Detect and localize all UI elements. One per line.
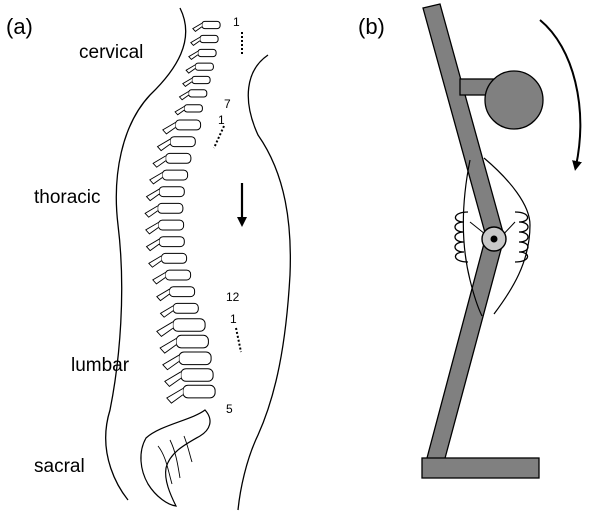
thoracic-vertebra <box>173 303 198 313</box>
thoracic-vertebra <box>169 287 194 297</box>
cervical-vertebra <box>200 35 218 42</box>
thoracic-spinous-process <box>150 173 163 184</box>
thoracic-spinous-process <box>146 223 159 234</box>
thoracic-spinous-process <box>161 306 174 317</box>
sacrum <box>141 410 210 506</box>
cervical-vertebra <box>192 76 210 83</box>
cervical-spinous-process <box>193 23 202 31</box>
sacral-label: sacral <box>34 456 85 477</box>
lumbar-vertebra <box>176 335 208 348</box>
c1-number: 1 <box>233 15 240 29</box>
thoracic-vertebra <box>158 203 183 213</box>
thoracic-label: thoracic <box>34 187 101 208</box>
lumbar-spinous-process <box>167 389 183 404</box>
cervical-vertebra <box>189 90 207 97</box>
panel-b-label: (b) <box>358 14 385 39</box>
lumbar-spinous-process <box>163 355 179 370</box>
lumbar-vertebra <box>173 319 205 332</box>
c7-number: 7 <box>224 97 231 111</box>
lumbar-vertebra <box>181 369 213 382</box>
thoracic-vertebra <box>175 120 200 130</box>
cervical-spinous-process <box>175 107 184 115</box>
curved-arrow-icon <box>540 20 580 166</box>
base-plate <box>422 458 539 478</box>
thoracic-spinous-process <box>157 289 170 300</box>
thoracic-vertebra <box>165 270 190 280</box>
thoracic-spinous-process <box>153 273 166 284</box>
coil-spring-icon <box>455 212 468 262</box>
panel-a-label: (a) <box>6 14 33 39</box>
cervical-vertebra <box>195 63 213 70</box>
pivot-center <box>491 236 498 243</box>
lumbar-range-bracket <box>236 328 241 352</box>
l1-number: 1 <box>230 312 237 326</box>
thoracic-vertebra <box>162 170 187 180</box>
thoracic-vertebra <box>166 153 191 163</box>
thoracic-spinous-process <box>158 139 171 150</box>
thoracic-vertebra <box>159 187 184 197</box>
t1-number: 1 <box>218 113 225 127</box>
thoracic-spinous-process <box>147 189 160 200</box>
vertebral-column <box>145 21 220 403</box>
thoracic-vertebra <box>170 137 195 147</box>
cervical-vertebra <box>202 21 220 28</box>
cervical-spinous-process <box>189 51 198 59</box>
thoracic-spinous-process <box>149 256 162 267</box>
panel-a: (a) cervical thoracic lumbar sacral 1 7 … <box>6 8 290 510</box>
lumbar-vertebra <box>179 352 211 365</box>
thoracic-spinous-process <box>147 239 160 250</box>
cervical-label: cervical <box>79 42 143 63</box>
thoracic-range-bracket <box>214 126 224 148</box>
thoracic-vertebra <box>158 220 183 230</box>
t12-number: 12 <box>226 290 240 304</box>
lumbar-spinous-process <box>160 339 176 354</box>
thoracic-spinous-process <box>145 206 158 217</box>
cervical-spinous-process <box>180 92 189 100</box>
thoracic-spinous-process <box>163 123 176 134</box>
cervical-spinous-process <box>191 37 200 45</box>
thoracic-vertebra <box>159 237 184 247</box>
coil-spring-icon <box>515 212 528 262</box>
panel-b: (b) <box>358 4 580 478</box>
lumbar-label: lumbar <box>71 355 130 376</box>
cervical-vertebra <box>198 49 216 56</box>
lower-link <box>427 236 503 462</box>
cervical-vertebra <box>184 105 202 112</box>
lumbar-spinous-process <box>157 322 173 337</box>
lumbar-vertebra <box>183 385 215 398</box>
front-outline <box>238 55 290 510</box>
lumbar-spinous-process <box>165 372 181 387</box>
cervical-spinous-process <box>186 65 195 73</box>
l5-number: 5 <box>226 402 233 416</box>
cervical-spinous-process <box>183 78 192 86</box>
thoracic-vertebra <box>161 253 186 263</box>
head-mass <box>485 71 543 129</box>
thoracic-spinous-process <box>153 156 166 167</box>
